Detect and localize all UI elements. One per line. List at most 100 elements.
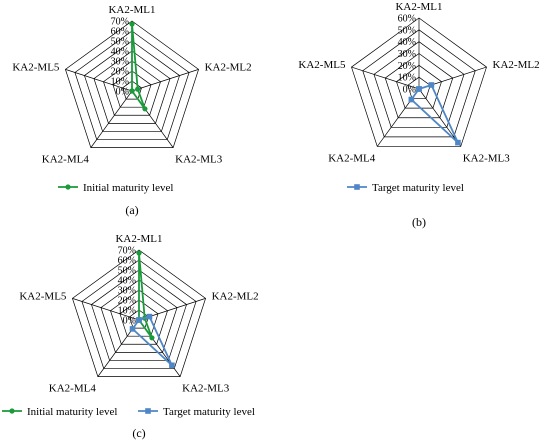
tick-label: 0% — [403, 85, 416, 96]
legend-label: Target maturity level — [372, 182, 464, 194]
tick-label: 50% — [398, 25, 416, 36]
axis-label-ka2-ml2: KA2-ML2 — [205, 61, 252, 73]
grid-ring — [384, 53, 454, 119]
grid-ring — [112, 70, 152, 108]
grid-ring — [93, 50, 171, 124]
legend-label: Initial maturity level — [27, 406, 117, 418]
axis-label-ka2-ml1: KA2-ML1 — [115, 233, 162, 245]
axis-spoke — [418, 88, 462, 147]
legend-item-target: Target maturity level — [347, 182, 464, 194]
axis-spoke — [72, 298, 140, 321]
legend-marker — [145, 408, 151, 414]
axis-spoke — [90, 90, 133, 148]
grid-ring — [103, 60, 161, 116]
chart-caption: (c) — [132, 426, 145, 440]
grid-ring — [110, 289, 168, 345]
grid-ring — [351, 17, 487, 147]
data-point — [129, 21, 135, 27]
data-point — [428, 82, 435, 88]
axis-spoke — [131, 69, 199, 92]
chart-caption: (b) — [412, 215, 426, 229]
tick-label: 50% — [111, 37, 129, 48]
tick-label: 60% — [398, 14, 416, 25]
data-point — [136, 250, 142, 256]
axis-label-ka2-ml3: KA2-ML3 — [175, 154, 223, 166]
grid-ring — [119, 299, 159, 337]
tick-label: 20% — [111, 67, 129, 78]
grid-ring — [81, 259, 197, 369]
grid-ring — [122, 80, 142, 100]
tick-label: 40% — [111, 47, 129, 58]
legend-item-target: Target maturity level — [138, 406, 255, 418]
data-point — [129, 326, 136, 332]
tick-label: 20% — [118, 296, 136, 307]
legend-marker — [65, 184, 71, 190]
radar-chart-2: 0%10%20%30%40%50%60%KA2-ML1KA2-ML2KA2-ML… — [298, 1, 539, 229]
tick-label: 70% — [111, 17, 129, 28]
axis-label-ka2-ml1: KA2-ML1 — [395, 1, 442, 13]
axis-spoke — [65, 69, 133, 92]
tick-label: 50% — [118, 266, 136, 277]
grid-ring — [100, 279, 178, 353]
tick-label: 0% — [116, 87, 129, 98]
data-point — [408, 96, 415, 103]
axis-label-ka2-ml2: KA2-ML2 — [493, 59, 540, 71]
tick-label: 40% — [118, 276, 136, 287]
grid-ring — [65, 20, 199, 148]
tick-label: 10% — [398, 73, 416, 84]
tick-label: 0% — [123, 316, 136, 327]
series-initial — [129, 21, 148, 112]
legend-marker — [9, 408, 15, 414]
legend-label: Initial maturity level — [83, 182, 173, 194]
grid-ring — [373, 41, 465, 128]
axis-label-ka2-ml4: KA2-ML4 — [328, 152, 376, 164]
axis-label-ka2-ml1: KA2-ML1 — [108, 4, 155, 16]
data-point — [142, 106, 148, 112]
axis-label-ka2-ml5: KA2-ML5 — [298, 59, 346, 71]
data-point — [149, 335, 155, 341]
data-point — [136, 317, 142, 323]
tick-label: 60% — [118, 256, 136, 267]
data-point — [455, 139, 461, 146]
legend-label: Target maturity level — [163, 406, 255, 418]
axis-label-ka2-ml4: KA2-ML4 — [42, 154, 90, 166]
data-point — [135, 86, 141, 92]
radar-chart-1: 0%10%20%30%40%50%60%70%KA2-ML1KA2-ML2KA2… — [12, 4, 251, 217]
grid-ring — [407, 76, 431, 99]
axis-spoke — [351, 66, 420, 90]
data-point — [129, 88, 135, 94]
axis-label-ka2-ml2: KA2-ML2 — [212, 290, 259, 302]
legend-item-initial: Initial maturity level — [2, 406, 117, 418]
tick-label: 70% — [118, 246, 136, 257]
data-point — [169, 362, 175, 369]
tick-label: 10% — [118, 306, 136, 317]
axis-label-ka2-ml5: KA2-ML5 — [12, 61, 60, 73]
tick-label: 30% — [398, 49, 416, 60]
tick-label: 40% — [398, 37, 416, 48]
series-line — [138, 252, 153, 339]
series-target — [129, 313, 175, 369]
radar-chart-3: 0%10%20%30%40%50%60%70%KA2-ML1KA2-ML2KA2… — [2, 233, 259, 440]
axis-label-ka2-ml3: KA2-ML3 — [463, 152, 511, 164]
legend-item-initial: Initial maturity level — [58, 182, 173, 194]
grid-ring — [74, 30, 190, 140]
grid-ring — [72, 249, 206, 377]
series-line — [131, 23, 146, 110]
grid-ring — [396, 64, 442, 109]
data-point — [416, 86, 422, 92]
data-point — [146, 313, 153, 320]
legend-marker — [354, 184, 360, 190]
tick-label: 30% — [118, 286, 136, 297]
grid-ring — [84, 40, 180, 132]
axis-label-ka2-ml3: KA2-ML3 — [182, 383, 230, 395]
grid-ring — [91, 269, 187, 361]
tick-label: 10% — [111, 77, 129, 88]
series-target — [408, 82, 461, 146]
tick-label: 60% — [111, 27, 129, 38]
grid-ring — [362, 29, 476, 138]
axis-label-ka2-ml4: KA2-ML4 — [49, 383, 97, 395]
tick-label: 30% — [111, 57, 129, 68]
tick-label: 20% — [398, 61, 416, 72]
chart-caption: (a) — [125, 203, 138, 217]
